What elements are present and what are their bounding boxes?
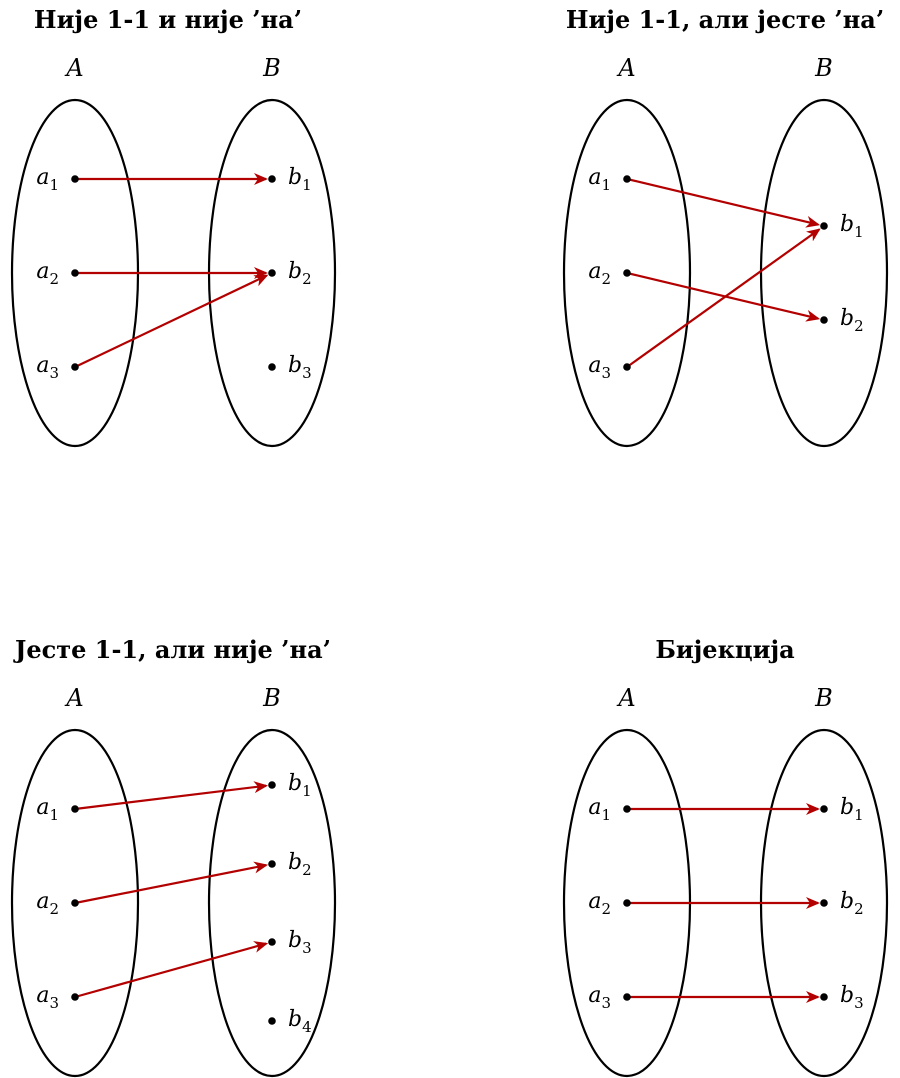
set-b-label: B [262,54,281,82]
set-a-label: A [64,54,83,82]
element-dot-a1 [623,805,631,813]
element-label-a1: a1 [588,165,611,194]
element-label-a3: a3 [36,353,59,382]
element-label-a2: a2 [36,889,59,918]
element-dot-b3 [820,993,828,1001]
element-dot-a2 [623,269,631,277]
element-label-a1: a1 [36,165,59,194]
element-dot-b1 [268,781,276,789]
mapping-arrow-a2-b2 [626,271,821,322]
element-dot-b1 [820,222,828,230]
element-dot-a1 [71,805,79,813]
mapping-arrow-a1-b1 [626,177,821,228]
element-label-b1: b1 [288,165,312,194]
element-label-b1: b1 [288,771,312,800]
set-b-ellipse [207,728,337,1078]
diagram-title: Није 1-1 и није ’на’ [34,5,302,34]
element-dot-b1 [820,805,828,813]
mapping-arrow-a3-b1 [626,228,821,368]
element-dot-b2 [268,860,276,868]
set-a-label: A [64,684,83,712]
set-a-label: A [616,684,635,712]
element-label-b2: b2 [288,259,312,288]
element-label-b2: b2 [840,889,864,918]
set-a-label: A [616,54,635,82]
diagram-1: Није 1-1 и није ’на’ A Ba1 a2 a3 b1 b2 b3 [10,5,337,448]
element-label-b1: b1 [840,795,864,824]
set-b-label: B [814,54,833,82]
element-label-b3: b3 [840,983,864,1012]
element-dot-a2 [623,899,631,907]
element-label-b2: b2 [840,306,864,335]
element-dot-b1 [268,175,276,183]
element-dot-a3 [623,993,631,1001]
element-dot-a1 [71,175,79,183]
element-label-a1: a1 [588,795,611,824]
set-b-label: B [814,684,833,712]
mapping-arrow-a2-b2 [74,861,269,905]
element-dot-b2 [268,269,276,277]
diagram-title: Јесте 1-1, али није ’на’ [13,635,331,664]
element-label-a2: a2 [36,259,59,288]
element-dot-a3 [623,363,631,371]
mapping-arrow-a1-b1 [74,781,269,811]
diagram-3: Јесте 1-1, али није ’на’ A Ba1 a2 a3 b1 b2 b3 b4 [10,635,337,1078]
element-label-a3: a3 [588,353,611,382]
element-dot-b2 [820,899,828,907]
mapping-arrow-a3-b2 [74,274,269,368]
element-dot-a3 [71,993,79,1001]
element-label-a2: a2 [588,259,611,288]
mapping-arrow-a3-b3 [74,941,269,999]
element-dot-b4 [268,1017,276,1025]
element-label-b4: b4 [288,1007,312,1036]
set-a-ellipse [10,728,140,1078]
element-label-b3: b3 [288,353,312,382]
element-dot-b3 [268,363,276,371]
element-dot-a1 [623,175,631,183]
element-label-b2: b2 [288,850,312,879]
element-dot-a2 [71,269,79,277]
element-label-a3: a3 [36,983,59,1012]
set-b-label: B [262,684,281,712]
diagram-title: Није 1-1, али јесте ’на’ [566,5,884,34]
element-label-a3: a3 [588,983,611,1012]
element-label-b1: b1 [840,212,864,241]
element-dot-b2 [820,316,828,324]
diagram-2: Није 1-1, али јесте ’на’ A Ba1 a2 a3 b1 b2 [562,5,889,448]
set-a-ellipse [562,98,692,448]
element-dot-a3 [71,363,79,371]
element-label-a1: a1 [36,795,59,824]
set-b-ellipse [759,98,889,448]
element-label-a2: a2 [588,889,611,918]
element-dot-b3 [268,938,276,946]
element-dot-a2 [71,899,79,907]
element-label-b3: b3 [288,928,312,957]
diagram-title: Бијекција [655,635,794,664]
